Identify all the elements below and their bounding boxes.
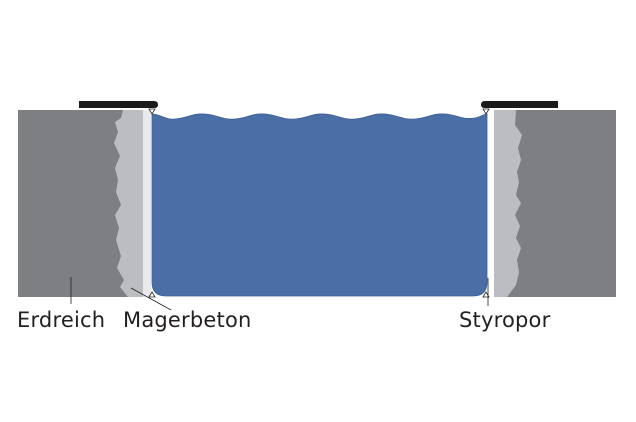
label-styrofoam: Styropor bbox=[459, 308, 551, 332]
corner-profile-top-left-icon bbox=[148, 108, 156, 115]
corner-profile-bottom-right-icon bbox=[482, 291, 490, 298]
styrofoam-left bbox=[143, 110, 151, 297]
soil-right bbox=[505, 110, 616, 297]
leader-line-lean-concrete bbox=[130, 287, 172, 311]
pool-water bbox=[151, 113, 488, 297]
corner-profile-top-right-icon bbox=[482, 108, 490, 115]
lean-concrete-left bbox=[114, 110, 147, 297]
soil-left bbox=[18, 110, 128, 297]
label-soil: Erdreich bbox=[17, 308, 106, 332]
styrofoam-right bbox=[487, 110, 494, 297]
label-lean-concrete: Magerbeton bbox=[123, 308, 252, 332]
coping-right bbox=[481, 101, 558, 108]
coping-left bbox=[79, 101, 158, 108]
corner-profile-bottom-left-icon bbox=[148, 291, 156, 298]
lean-concrete-right bbox=[493, 110, 522, 297]
